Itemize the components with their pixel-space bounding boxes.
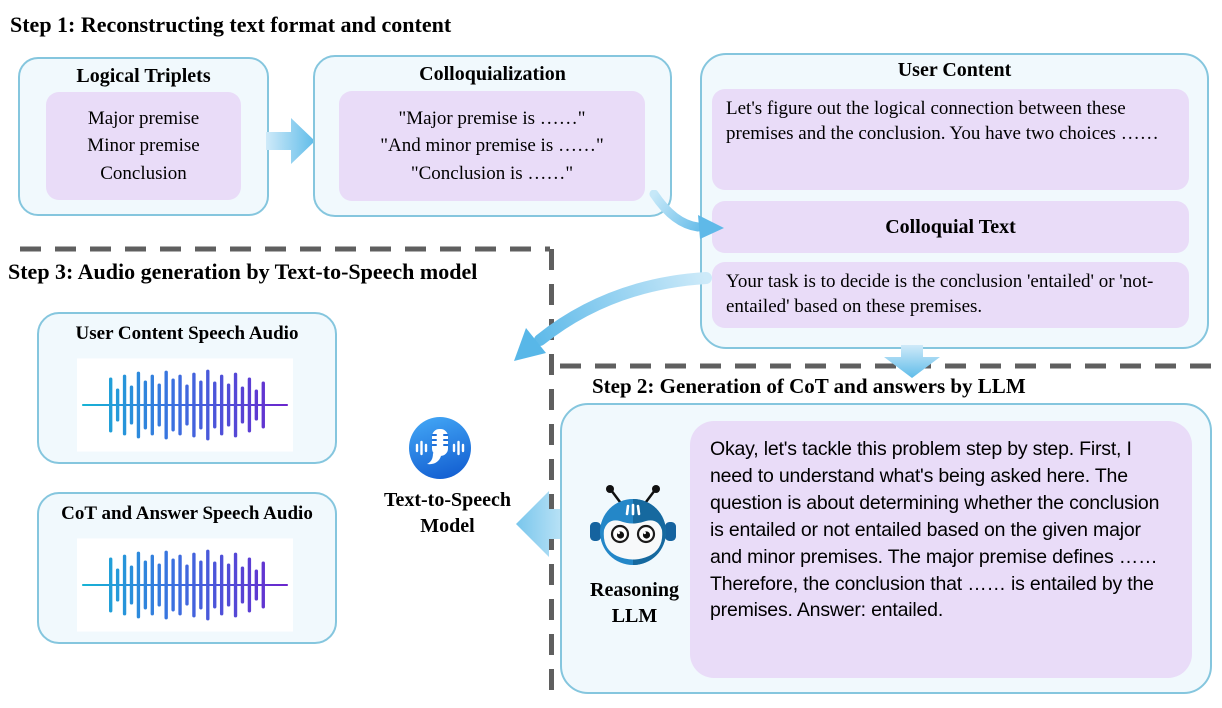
triplet-line: Major premise xyxy=(87,107,200,129)
step2-llm-box: Reasoning LLM Okay, let's tackle this pr… xyxy=(560,403,1212,694)
reasoning-llm-robot-icon xyxy=(590,485,676,565)
colloquial-line: "And minor premise is ……" xyxy=(380,135,604,157)
colloquial-line: "Major premise is ……" xyxy=(398,107,586,129)
colloquialization-title: Colloquialization xyxy=(419,63,566,85)
reasoning-llm-label: Reasoning LLM xyxy=(567,577,702,629)
tts-label-line2: Model xyxy=(420,515,475,537)
user-content-speech-audio-box: User Content Speech Audio xyxy=(37,312,337,464)
logical-triplets-title: Logical Triplets xyxy=(76,65,211,87)
user-audio-waveform-icon xyxy=(77,358,293,452)
user-content-box: User Content Let's figure out the logica… xyxy=(700,53,1209,349)
colloquial-text-band: Colloquial Text xyxy=(712,201,1189,253)
curved-arrow-to-step3-icon xyxy=(514,272,712,361)
logical-triplets-content: Major premise Minor premise Conclusion xyxy=(46,92,241,200)
cot-answer-speech-audio-box: CoT and Answer Speech Audio xyxy=(37,492,337,644)
tts-label-line1: Text-to-Speech xyxy=(383,489,512,511)
user-content-intro: Let's figure out the logical connection … xyxy=(712,89,1189,190)
colloquialization-content: "Major premise is ……" "And minor premise… xyxy=(339,91,645,201)
triplet-line: Conclusion xyxy=(100,162,187,184)
step1-title: Step 1: Reconstructing text format and c… xyxy=(10,12,452,37)
text-to-speech-microphone-icon xyxy=(409,417,471,479)
colloquialization-box: Colloquialization "Major premise is ……" … xyxy=(313,55,672,217)
cot-response-box: Okay, let's tackle this problem step by … xyxy=(690,421,1192,678)
arrow-right-icon xyxy=(266,118,315,164)
triplet-line: Minor premise xyxy=(87,135,200,157)
tts-model-label: Text-to-Speech Model xyxy=(360,487,535,539)
logical-triplets-box: Logical Triplets Major premise Minor pre… xyxy=(18,57,269,216)
reasoning-llm-label-line2: LLM xyxy=(611,605,658,627)
reasoning-llm-label-line1: Reasoning xyxy=(590,579,679,601)
user-audio-title: User Content Speech Audio xyxy=(75,323,299,344)
cot-audio-title: CoT and Answer Speech Audio xyxy=(61,503,313,524)
cot-paragraph: Okay, let's tackle this problem step by … xyxy=(710,438,1160,568)
colloquial-line: "Conclusion is ……" xyxy=(410,162,574,184)
user-content-task: Your task is to decide is the conclusion… xyxy=(712,262,1189,328)
step2-title: Step 2: Generation of CoT and answers by… xyxy=(592,374,1026,398)
user-content-title: User Content xyxy=(897,59,1012,81)
step3-title: Step 3: Audio generation by Text-to-Spee… xyxy=(8,259,478,284)
cot-audio-waveform-icon xyxy=(77,538,293,632)
cot-paragraph: Therefore, the conclusion that …… is ent… xyxy=(710,572,1154,622)
